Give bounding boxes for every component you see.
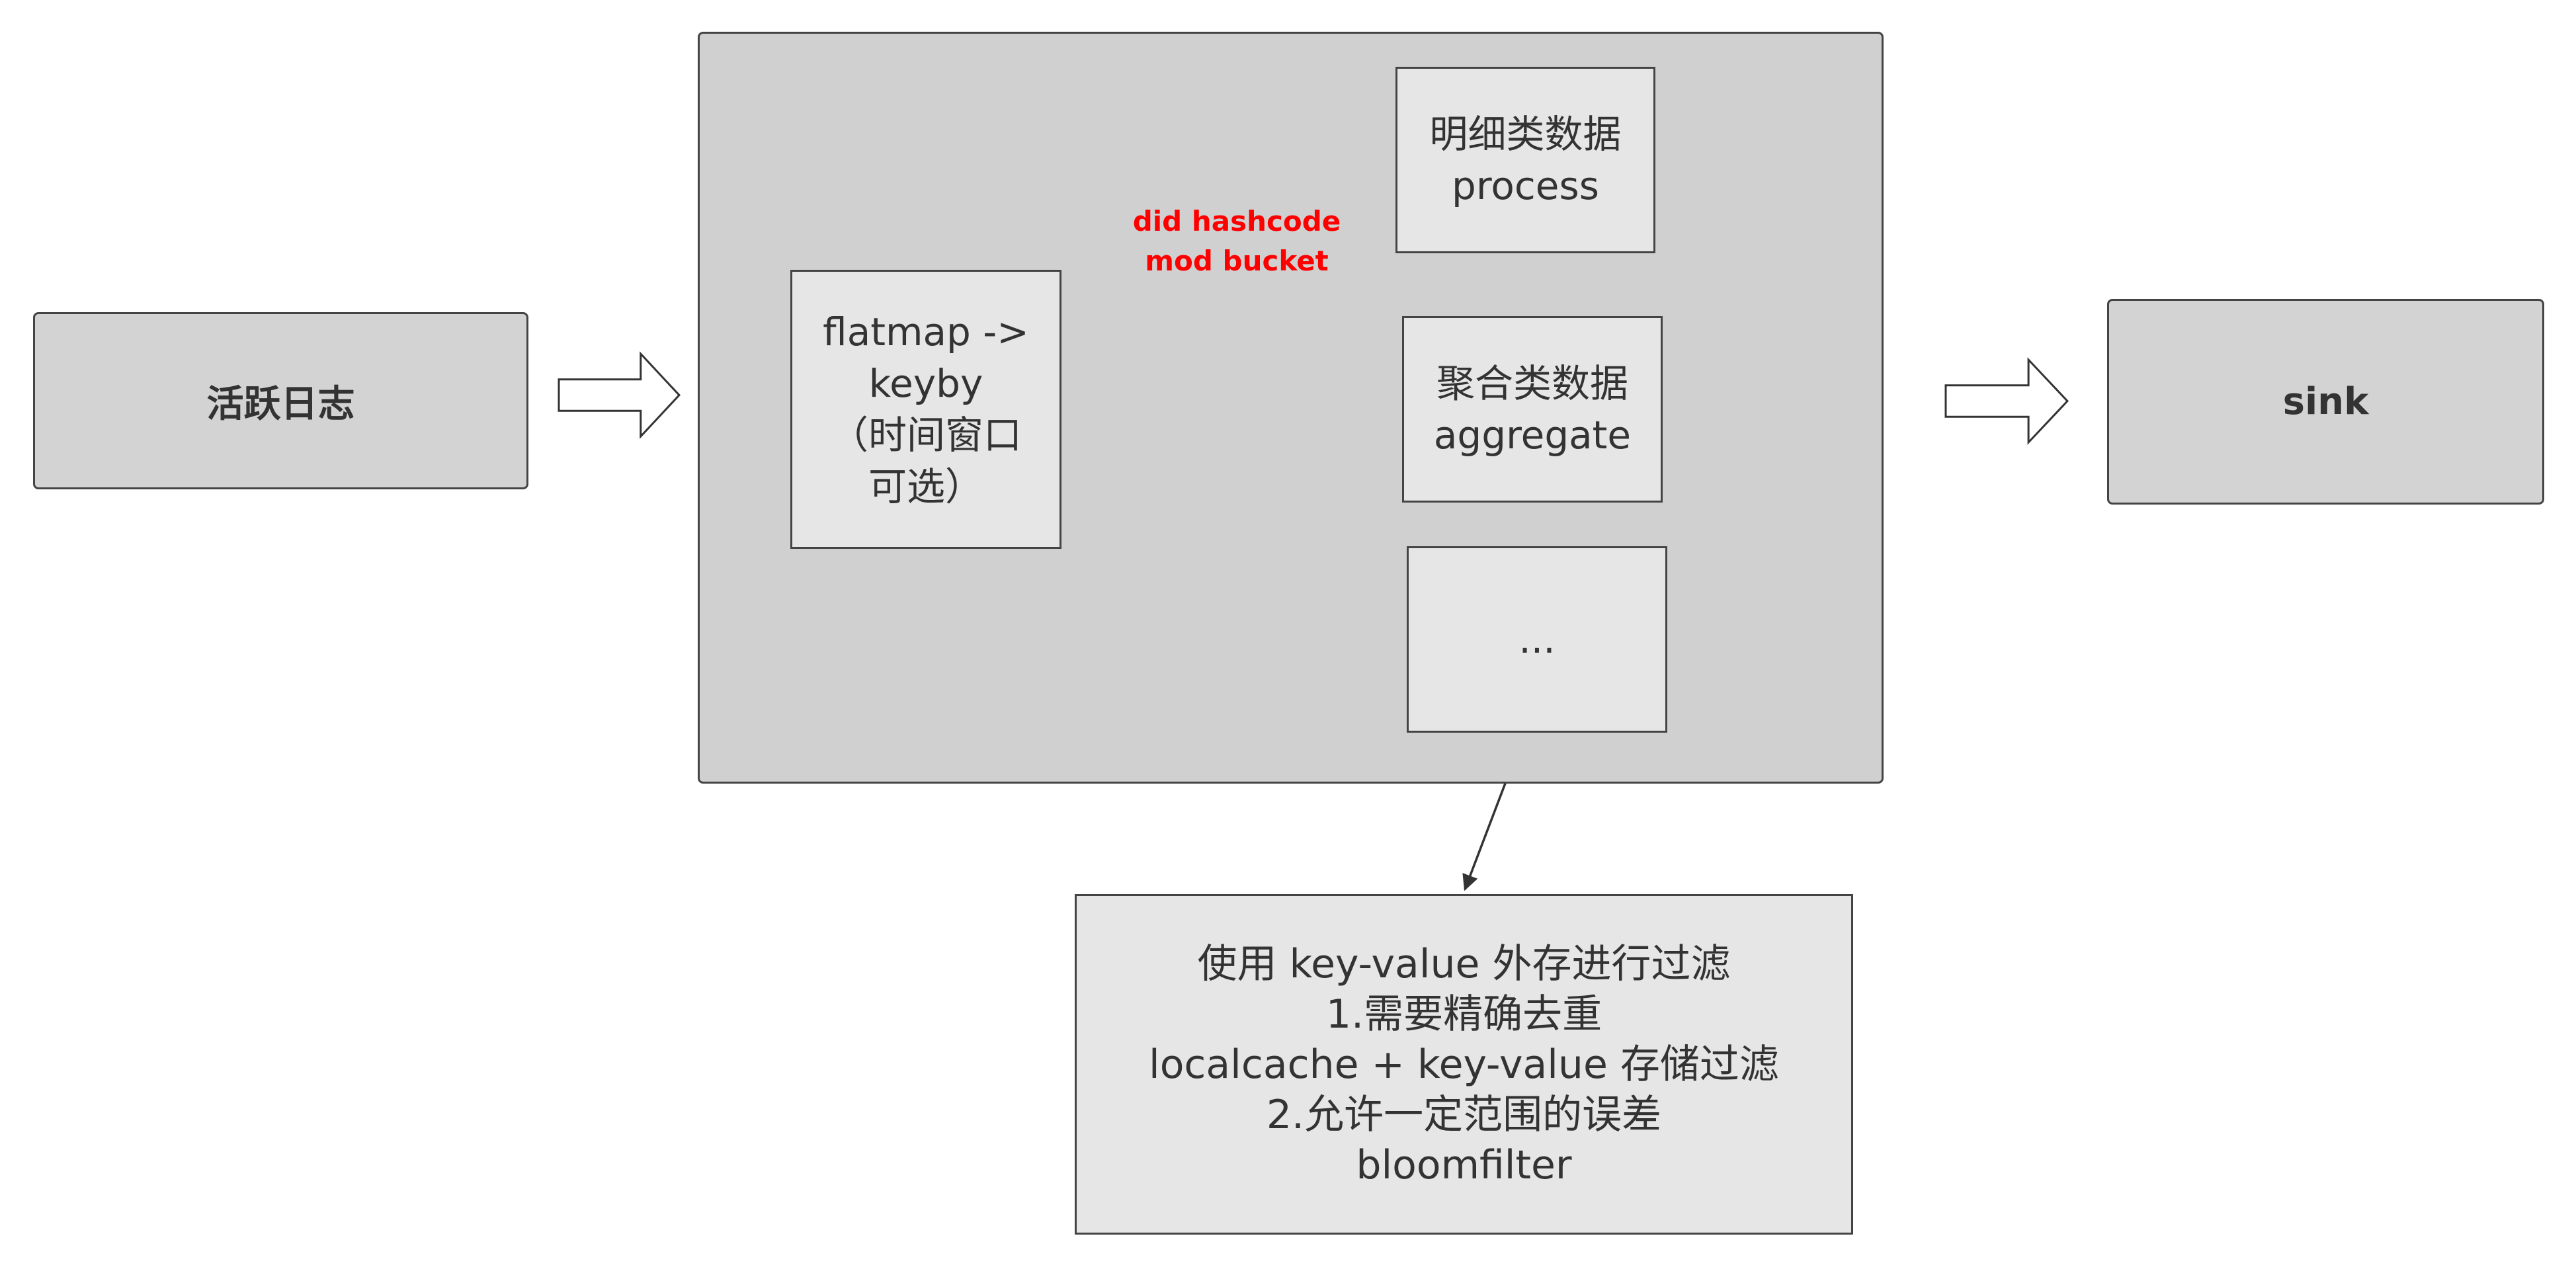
keyby-line-1: flatmap -> bbox=[823, 309, 1029, 354]
detail-line-2: process bbox=[1452, 163, 1599, 208]
keyby-line-4: 可选） bbox=[868, 464, 983, 509]
source-node: 活跃日志 bbox=[33, 312, 528, 489]
keyby-line-2: keyby bbox=[868, 361, 983, 406]
sink-node: sink bbox=[2107, 299, 2544, 505]
sink-label: sink bbox=[2282, 380, 2369, 423]
source-label: 活跃日志 bbox=[206, 382, 355, 426]
dedup-line-2: 1.需要精确去重 bbox=[1325, 991, 1602, 1038]
dedup-line-5: bloomfilter bbox=[1356, 1141, 1572, 1188]
dedup-line-3: localcache + key-value 存储过滤 bbox=[1149, 1041, 1779, 1088]
aggregate-node: 聚合类数据 aggregate bbox=[1402, 316, 1663, 503]
flow-arrow-source-to-job bbox=[558, 351, 681, 439]
flow-arrow-job-to-sink bbox=[1944, 357, 2069, 445]
edge-label-line-1: did hashcode bbox=[1132, 205, 1341, 237]
dedup-node: 使用 key-value 外存进行过滤 1.需要精确去重 localcache … bbox=[1075, 894, 1853, 1235]
detail-line-1: 明细类数据 bbox=[1429, 112, 1622, 157]
detail-process-node: 明细类数据 process bbox=[1395, 67, 1655, 253]
other-label: ... bbox=[1518, 617, 1556, 662]
edge-label-line-2: mod bucket bbox=[1145, 245, 1329, 277]
dedup-line-4: 2.允许一定范围的误差 bbox=[1266, 1091, 1662, 1138]
other-node: ... bbox=[1407, 546, 1667, 733]
aggregate-line-1: 聚合类数据 bbox=[1436, 361, 1628, 406]
aggregate-line-2: aggregate bbox=[1433, 413, 1632, 458]
partition-edge-label: did hashcode mod bucket bbox=[1071, 202, 1402, 281]
keyby-node: flatmap -> keyby （时间窗口 可选） bbox=[790, 270, 1061, 549]
dedup-line-1: 使用 key-value 外存进行过滤 bbox=[1197, 940, 1731, 987]
keyby-line-3: （时间窗口 bbox=[829, 413, 1022, 458]
